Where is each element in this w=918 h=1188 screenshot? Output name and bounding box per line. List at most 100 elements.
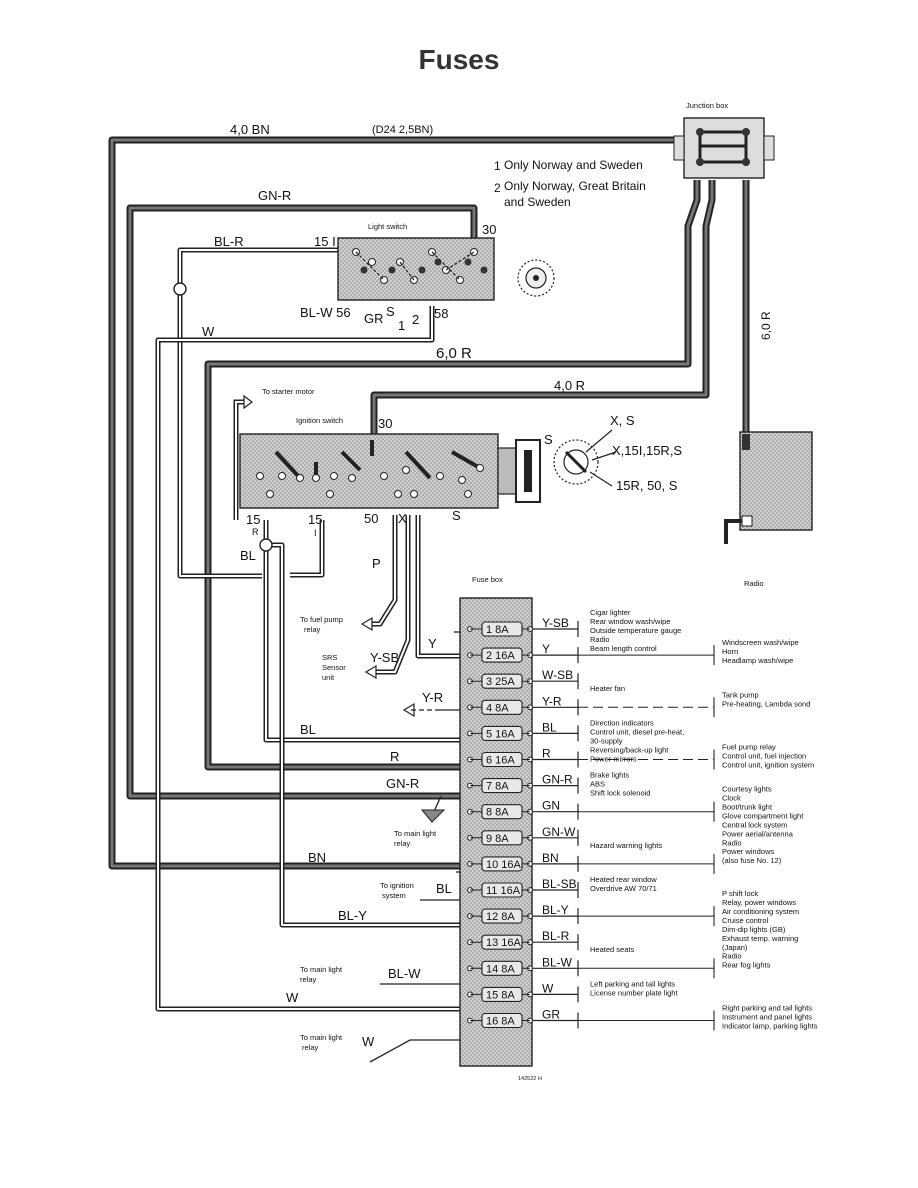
consumer-far-8-1: Clock — [722, 794, 741, 803]
label-x: X — [398, 511, 407, 526]
consumer-near-9-0: Hazard warning lights — [590, 841, 662, 850]
label-bl-left: BL — [240, 548, 256, 563]
fuse-2-wire-label: Y — [542, 642, 550, 656]
fuse-5-wire-label: BL — [542, 720, 557, 734]
consumer-far-12-0: P shift lock — [722, 889, 758, 898]
label-58: 58 — [434, 306, 448, 321]
consumer-far-16-1: Instrument and panel lights — [722, 1013, 812, 1022]
label-gr: GR — [364, 311, 384, 326]
consumer-far-2-0: Windscreen wash/wipe — [722, 638, 799, 647]
consumer-far-4-0: Tank pump — [722, 690, 759, 699]
consumer-far-6-2: Control unit, ignition system — [722, 761, 814, 770]
label-30-ls: 30 — [482, 222, 496, 237]
label-6-0-r: 6,0 R — [436, 345, 472, 362]
wire-y — [415, 515, 462, 659]
label-bl-r: BL-R — [214, 234, 244, 249]
fuel-pump-label-1: To fuel pump — [300, 615, 343, 624]
fuse-1-label: 1 8A — [486, 624, 509, 636]
consumer-near-15-1: License number plate light — [590, 988, 678, 997]
consumer-far-12-1: Relay, power windows — [722, 898, 796, 907]
label-30-ign: 30 — [378, 416, 392, 431]
battery — [724, 431, 813, 544]
label-bl-w-56: BL-W 56 — [300, 305, 351, 320]
consumer-far-8-4: Central lock system — [722, 821, 787, 830]
fuse-box — [459, 597, 715, 1067]
consumer-near-1-2: Outside temperature gauge — [590, 626, 681, 635]
fuse-14-wire-label: BL-W — [542, 955, 573, 969]
label-x-s: X, S — [610, 413, 635, 428]
fuse-13-label: 13 16A — [486, 937, 522, 949]
label-4-0-bn: 4,0 BN — [230, 122, 270, 137]
consumer-near-11-0: Heated rear window — [590, 875, 657, 884]
main-light-c-2: relay — [302, 1043, 319, 1052]
label-s-ign: S — [452, 508, 461, 523]
consumer-far-10-0: Power windows — [722, 847, 774, 856]
fuse-4-wire-label: Y-R — [542, 694, 562, 708]
light-switch — [337, 237, 555, 301]
label-w-3: W — [362, 1034, 375, 1049]
consumer-far-12-4: Dim-dip lights (GB) — [722, 925, 786, 934]
main-light-b-1: To main light — [300, 965, 343, 974]
main-light-a-1: To main light — [394, 829, 437, 838]
fuse-12-label: 12 8A — [486, 911, 515, 923]
consumer-near-15-0: Left parking and tail lights — [590, 979, 675, 988]
fuse-6-label: 6 16A — [486, 755, 515, 767]
fuse-8-wire-label: GN — [542, 799, 560, 813]
fuse-1-wire-label: Y-SB — [542, 616, 569, 630]
wire-15i — [290, 520, 325, 578]
note-2-line1: Only Norway, Great Britain — [504, 179, 646, 193]
label-bl-3: BL — [436, 881, 452, 896]
label-s: S — [386, 304, 395, 319]
fuse-9-wire-label: GN-W — [542, 825, 576, 839]
consumer-near-11-1: Overdrive AW 70/71 — [590, 884, 657, 893]
consumer-near-5-3: Reversing/back-up light — [590, 745, 669, 754]
label-w-top: W — [202, 324, 215, 339]
consumer-far-10-1: (also fuse No. 12) — [722, 856, 782, 865]
label-gn-r-top: GN-R — [258, 188, 291, 203]
label-p: P — [372, 556, 381, 571]
label-r-2: R — [390, 749, 399, 764]
light-switch-label: Light switch — [368, 222, 407, 231]
label-bn-2: BN — [308, 850, 326, 865]
consumer-far-4-1: Pre-heating, Lambda sond — [722, 699, 810, 708]
fuse-box-label: Fuse box — [472, 575, 503, 584]
srs-label-3: unit — [322, 673, 335, 682]
main-light-b-2: relay — [300, 975, 317, 984]
main-light-a-2: relay — [394, 839, 411, 848]
fuse-7-wire-label: GN-R — [542, 773, 573, 787]
consumer-far-8-3: Glove compartment light — [722, 812, 804, 821]
consumer-far-2-1: Horn — [722, 647, 738, 656]
label-bl-w-2: BL-W — [388, 966, 421, 981]
fuse-7-label: 7 8A — [486, 781, 509, 793]
label-y: Y — [428, 636, 437, 651]
junction-box — [673, 117, 775, 179]
consumer-far-12-6: (Japan) — [722, 943, 748, 952]
consumer-near-5-1: Control unit, diesel pre-heat, — [590, 727, 684, 736]
wire-y-sb — [372, 515, 411, 675]
srs-label-1: SRS — [322, 653, 337, 662]
consumer-near-1-1: Rear window wash/wipe — [590, 617, 670, 626]
note-1-num: 1 — [494, 159, 501, 173]
label-bl-y: BL-Y — [338, 908, 367, 923]
fuse-11-wire-label: BL-SB — [542, 877, 577, 891]
ignition-switch — [239, 429, 617, 509]
consumer-near-5-0: Direction indicators — [590, 718, 654, 727]
fuse-11-label: 11 16A — [486, 885, 521, 897]
starter-label: To starter motor — [262, 387, 315, 396]
wire-bl — [263, 520, 462, 743]
consumer-far-8-0: Courtesy lights — [722, 785, 772, 794]
label-15i-sub: I — [314, 528, 317, 538]
label-15i: 15 I — [314, 234, 336, 249]
fuse-10-label: 10 16A — [486, 859, 522, 871]
consumer-near-13-0: Heated seats — [590, 945, 634, 954]
consumer-far-2-2: Headlamp wash/wipe — [722, 656, 793, 665]
consumer-far-8-2: Boot/trunk light — [722, 803, 773, 812]
label-y-sb: Y-SB — [370, 650, 399, 665]
fuse-10-wire-label: BN — [542, 851, 559, 865]
label-y-r: Y-R — [422, 690, 443, 705]
page-title: Fuses — [418, 44, 500, 75]
fuse-8-label: 8 8A — [486, 807, 509, 819]
consumer-far-16-2: Indicator lamp, parking lights — [722, 1022, 818, 1031]
consumer-near-5-4: Power mirrors — [590, 754, 637, 763]
consumer-near-3-0: Heater fan — [590, 684, 625, 693]
